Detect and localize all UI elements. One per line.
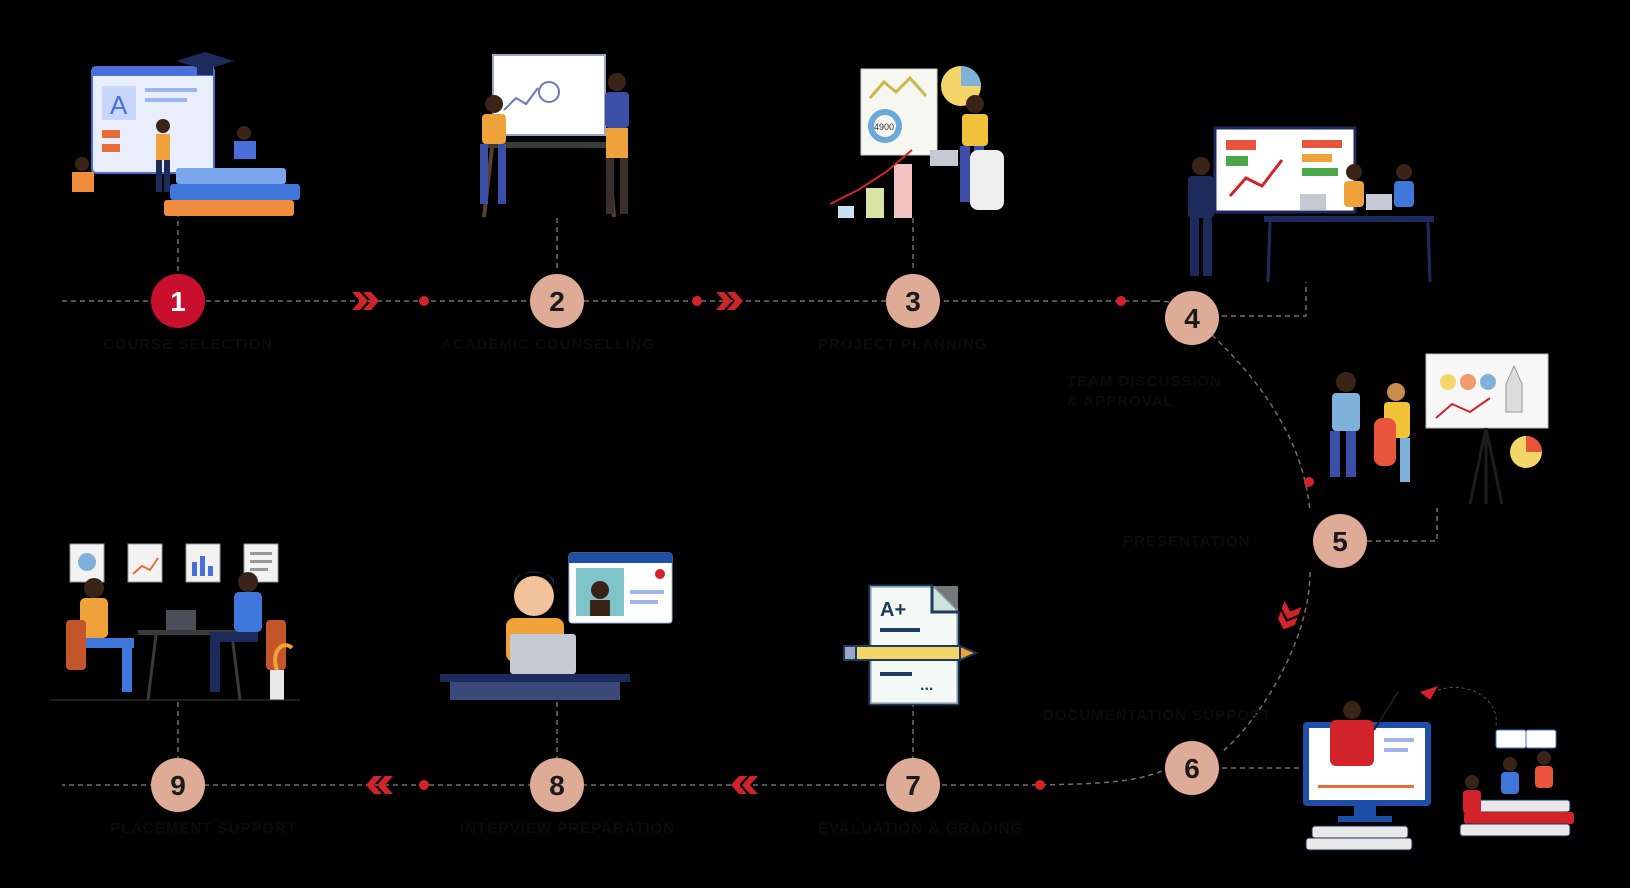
step-circle	[1313, 514, 1367, 568]
step-label-4-text: Team Discussion & Approval	[1067, 373, 1223, 410]
path-dot	[1035, 780, 1045, 790]
step-number: 7	[905, 770, 921, 801]
team-presentation-illustration	[1188, 126, 1434, 283]
step-label-6: Documentation Support	[1043, 707, 1272, 724]
step-number: 1	[170, 286, 186, 317]
curve-4-to-5	[1211, 334, 1311, 513]
step-marker-4: 4	[1165, 291, 1219, 345]
step-marker-7: 7	[886, 758, 940, 812]
step-label-7: Evaluation & Grading	[818, 820, 1024, 837]
svg-text:A: A	[110, 90, 128, 120]
chevrons-left-2	[366, 776, 393, 794]
path-dot	[1116, 296, 1126, 306]
step-marker-9: 9	[151, 758, 205, 812]
path-dot	[419, 296, 429, 306]
step-circles: 1 2 3 4 5 6 7 8 9	[151, 274, 1367, 812]
chevrons-down	[1278, 600, 1302, 630]
step-label-4: Team Discussion & Approval	[1067, 372, 1237, 412]
chevrons-right-2	[716, 292, 743, 310]
path-dot	[1304, 477, 1314, 487]
step-marker-5: 5	[1313, 514, 1367, 568]
step-circle	[151, 758, 205, 812]
step-label-3: Project Planning	[818, 336, 988, 353]
step-circle	[1165, 741, 1219, 795]
path-dots	[419, 296, 1314, 790]
step-marker-1: 1	[151, 274, 205, 328]
step-number: 6	[1184, 753, 1200, 784]
whiteboard-presentation-illustration	[1330, 353, 1549, 505]
e-learning-illustration	[1303, 686, 1574, 851]
path-dot	[692, 296, 702, 306]
step-number: 5	[1332, 526, 1348, 557]
step-circle	[886, 758, 940, 812]
svg-text:...: ...	[920, 677, 933, 694]
step-label-5: Presentation	[1123, 533, 1251, 550]
svg-text:4900: 4900	[874, 122, 894, 132]
step-circle	[1165, 291, 1219, 345]
connector-lines	[62, 212, 1438, 786]
step-number: 8	[549, 770, 565, 801]
step-marker-8: 8	[530, 758, 584, 812]
step-label-2: Academic Counselling	[441, 336, 656, 353]
step-number: 4	[1184, 303, 1200, 334]
curve-6-to-7	[1009, 767, 1171, 786]
analytics-planning-illustration: 4900	[829, 66, 1004, 218]
job-interview-illustration	[50, 543, 300, 701]
step-circle	[886, 274, 940, 328]
step-marker-2: 2	[530, 274, 584, 328]
chevrons-right-1	[352, 292, 379, 310]
counselling-meeting-illustration	[480, 54, 629, 218]
online-course-illustration: A	[72, 52, 300, 216]
svg-text:A+: A+	[880, 599, 906, 621]
stem-5	[1340, 508, 1438, 542]
chevrons-left-1	[731, 776, 758, 794]
step-circle	[530, 758, 584, 812]
step-number: 3	[905, 286, 921, 317]
step-label-1: Course Selection	[103, 336, 274, 353]
online-interview-illustration	[440, 552, 673, 700]
step-label-8: Interview Preparation	[460, 820, 676, 837]
step-number: 2	[549, 286, 565, 317]
step-circle	[530, 274, 584, 328]
step-number: 9	[170, 770, 186, 801]
curve-5-to-6	[1221, 571, 1311, 753]
graded-document-illustration: A+ ...	[843, 584, 979, 706]
path-dot	[419, 780, 429, 790]
step-marker-6: 6	[1165, 741, 1219, 795]
step-label-9: Placement Support	[110, 820, 298, 837]
step-circle	[151, 274, 205, 328]
step-marker-3: 3	[886, 274, 940, 328]
stem-4	[1222, 282, 1307, 317]
